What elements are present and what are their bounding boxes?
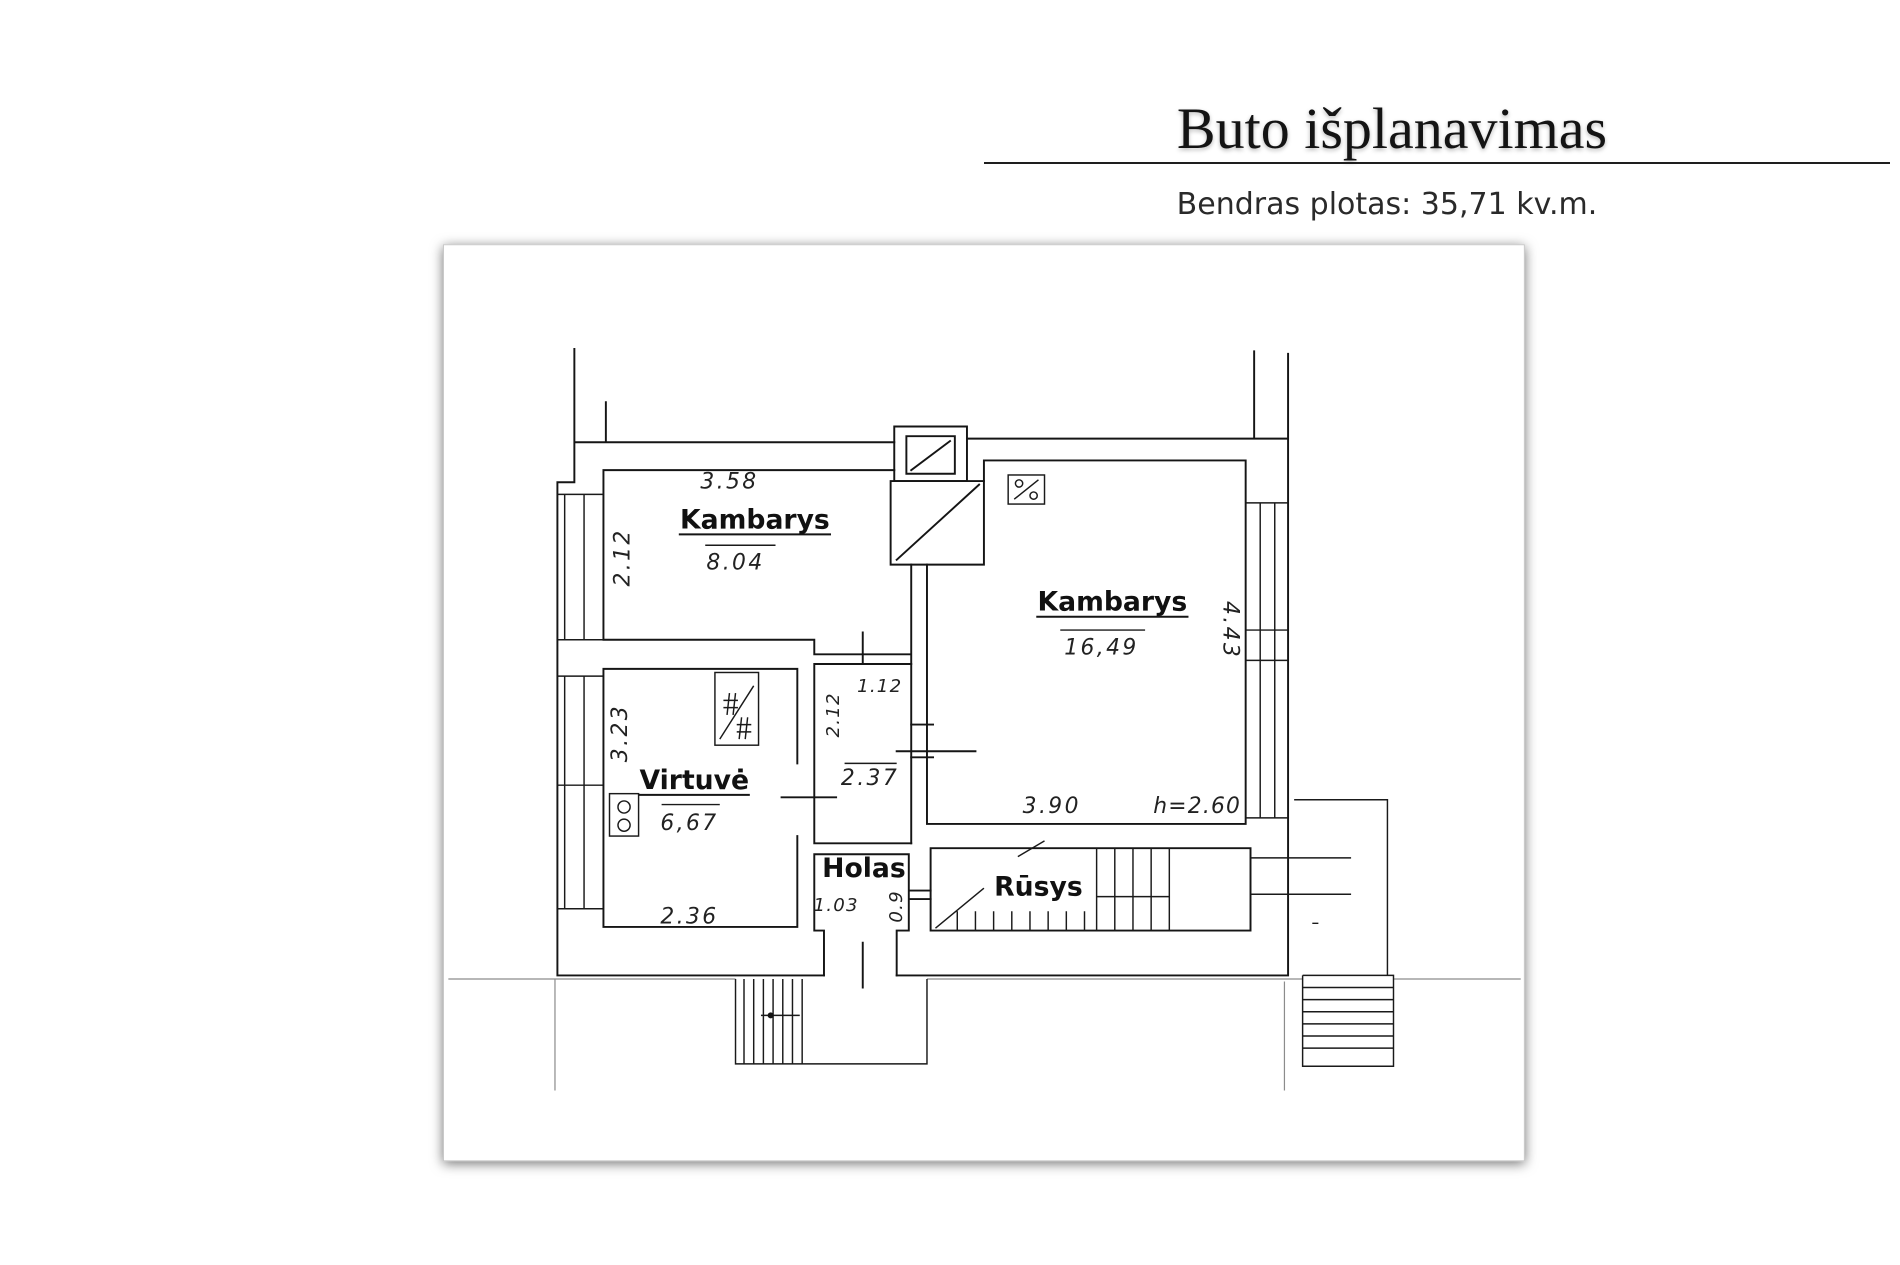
window-right xyxy=(1245,502,1289,819)
kitchen-name: Virtuvė xyxy=(640,765,750,796)
entrance-arrow-dot xyxy=(767,1012,774,1019)
window-left xyxy=(557,493,604,910)
room-2-ceiling-height: h=2.60 xyxy=(1153,794,1241,819)
corridor-depth: 2.12 xyxy=(823,692,844,737)
ventilation-box xyxy=(1007,474,1046,505)
corridor-walls xyxy=(780,631,977,845)
cellar-walls xyxy=(929,847,1252,932)
stove-icon xyxy=(714,671,760,746)
chimney-lower xyxy=(889,480,985,566)
kitchen-width: 2.36 xyxy=(660,904,718,929)
plan-paper xyxy=(443,244,1525,1162)
plan-drawing xyxy=(448,347,1521,1091)
kitchen-depth: 3.23 xyxy=(608,704,633,762)
area-fraction-bars xyxy=(661,544,1146,806)
room-1-name: Kambarys xyxy=(680,504,830,535)
sink-box xyxy=(608,792,640,837)
ventilation-dot-top xyxy=(1014,479,1024,488)
title-divider xyxy=(984,162,1890,164)
kitchen-area: 6,67 xyxy=(660,811,718,836)
ventilation-slash xyxy=(1013,479,1039,500)
room-1-depth: 2.12 xyxy=(610,528,635,586)
ground-lines xyxy=(448,978,1521,1091)
room-1-width: 3.58 xyxy=(700,469,758,494)
plan-labels: Kambarys 8.04 3.58 2.12 Kambarys 16,49 3… xyxy=(608,469,1243,929)
hall-dim-vertical: 0.9 xyxy=(886,890,907,923)
total-area-label: Bendras plotas: 35,71 kv.m. xyxy=(1176,187,1598,222)
exterior-walls xyxy=(556,347,1290,977)
hall-name: Holas xyxy=(822,853,906,884)
hall-walls xyxy=(813,853,932,989)
room-name-underlines xyxy=(638,533,1189,796)
ventilation-dot-bottom xyxy=(1029,491,1038,500)
chimney-icon xyxy=(889,425,985,566)
cellar-name: Rūsys xyxy=(994,871,1083,902)
ventilation-icon xyxy=(1007,474,1046,505)
room-2-area: 16,49 xyxy=(1064,635,1139,660)
corridor-width: 1.12 xyxy=(857,676,902,697)
sink-bowl-top xyxy=(617,800,631,814)
room-1-walls xyxy=(602,469,913,845)
entrance-stairs-lines xyxy=(734,979,928,1065)
hall-dim-horizontal: 1.03 xyxy=(813,895,858,916)
sink-icon xyxy=(608,792,640,837)
entrance-stairs xyxy=(734,979,928,1065)
page-title: Buto išplanavimas xyxy=(1176,96,1608,161)
outside-stairs-right xyxy=(1250,798,1395,1068)
kitchen-walls xyxy=(602,667,799,928)
room-2-depth: 4.43 xyxy=(1217,601,1242,659)
stove-box xyxy=(714,671,760,746)
room-2-name: Kambarys xyxy=(1037,587,1187,618)
room-2-width: 3.90 xyxy=(1023,794,1081,819)
stairs-icon xyxy=(934,840,1171,931)
room-2-walls xyxy=(926,459,1247,825)
corridor-area: 2.37 xyxy=(841,766,899,791)
room-1-area: 8.04 xyxy=(706,550,764,575)
stove-marks xyxy=(719,685,755,740)
sink-bowl-bottom xyxy=(617,818,631,832)
